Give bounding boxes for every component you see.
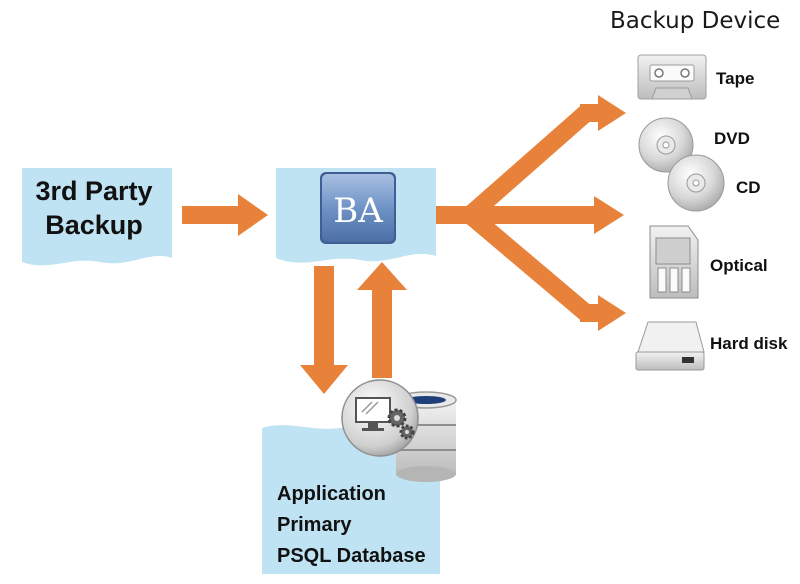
database-label-line3: PSQL Database bbox=[277, 545, 426, 567]
database-to-agent-arrow bbox=[357, 262, 407, 378]
optical-drive-icon bbox=[649, 225, 699, 299]
hard-disk-icon bbox=[635, 321, 705, 371]
dvd-label: DVD bbox=[714, 129, 750, 148]
tape-label: Tape bbox=[716, 69, 754, 88]
agent-to-database-arrow bbox=[300, 266, 348, 394]
fanout-arrows bbox=[436, 106, 594, 320]
database-label-line1: Application bbox=[277, 483, 386, 505]
dvd-disc-icon bbox=[638, 117, 694, 173]
cd-disc-icon bbox=[667, 154, 725, 212]
source-label-line2: Backup bbox=[45, 210, 143, 240]
source-label-line1: 3rd Party bbox=[35, 176, 152, 206]
database-panel bbox=[262, 425, 440, 574]
source-to-agent-arrow bbox=[182, 194, 268, 236]
optical-label: Optical bbox=[710, 256, 768, 275]
cd-label: CD bbox=[736, 178, 761, 197]
backup-device-heading: Backup Device bbox=[610, 8, 780, 34]
database-label-line2: Primary bbox=[277, 514, 352, 536]
arrowhead-bottom bbox=[598, 295, 626, 331]
source-panel bbox=[22, 168, 172, 266]
tape-icon bbox=[637, 54, 707, 100]
monitor-gears-icon bbox=[341, 379, 419, 457]
hard-disk-label: Hard disk bbox=[710, 334, 788, 353]
arrowhead-middle bbox=[594, 196, 624, 234]
backup-agent-logo-text: BA bbox=[333, 191, 383, 231]
backup-agent-logo: BA bbox=[320, 172, 396, 244]
arrowhead-top bbox=[598, 95, 626, 131]
